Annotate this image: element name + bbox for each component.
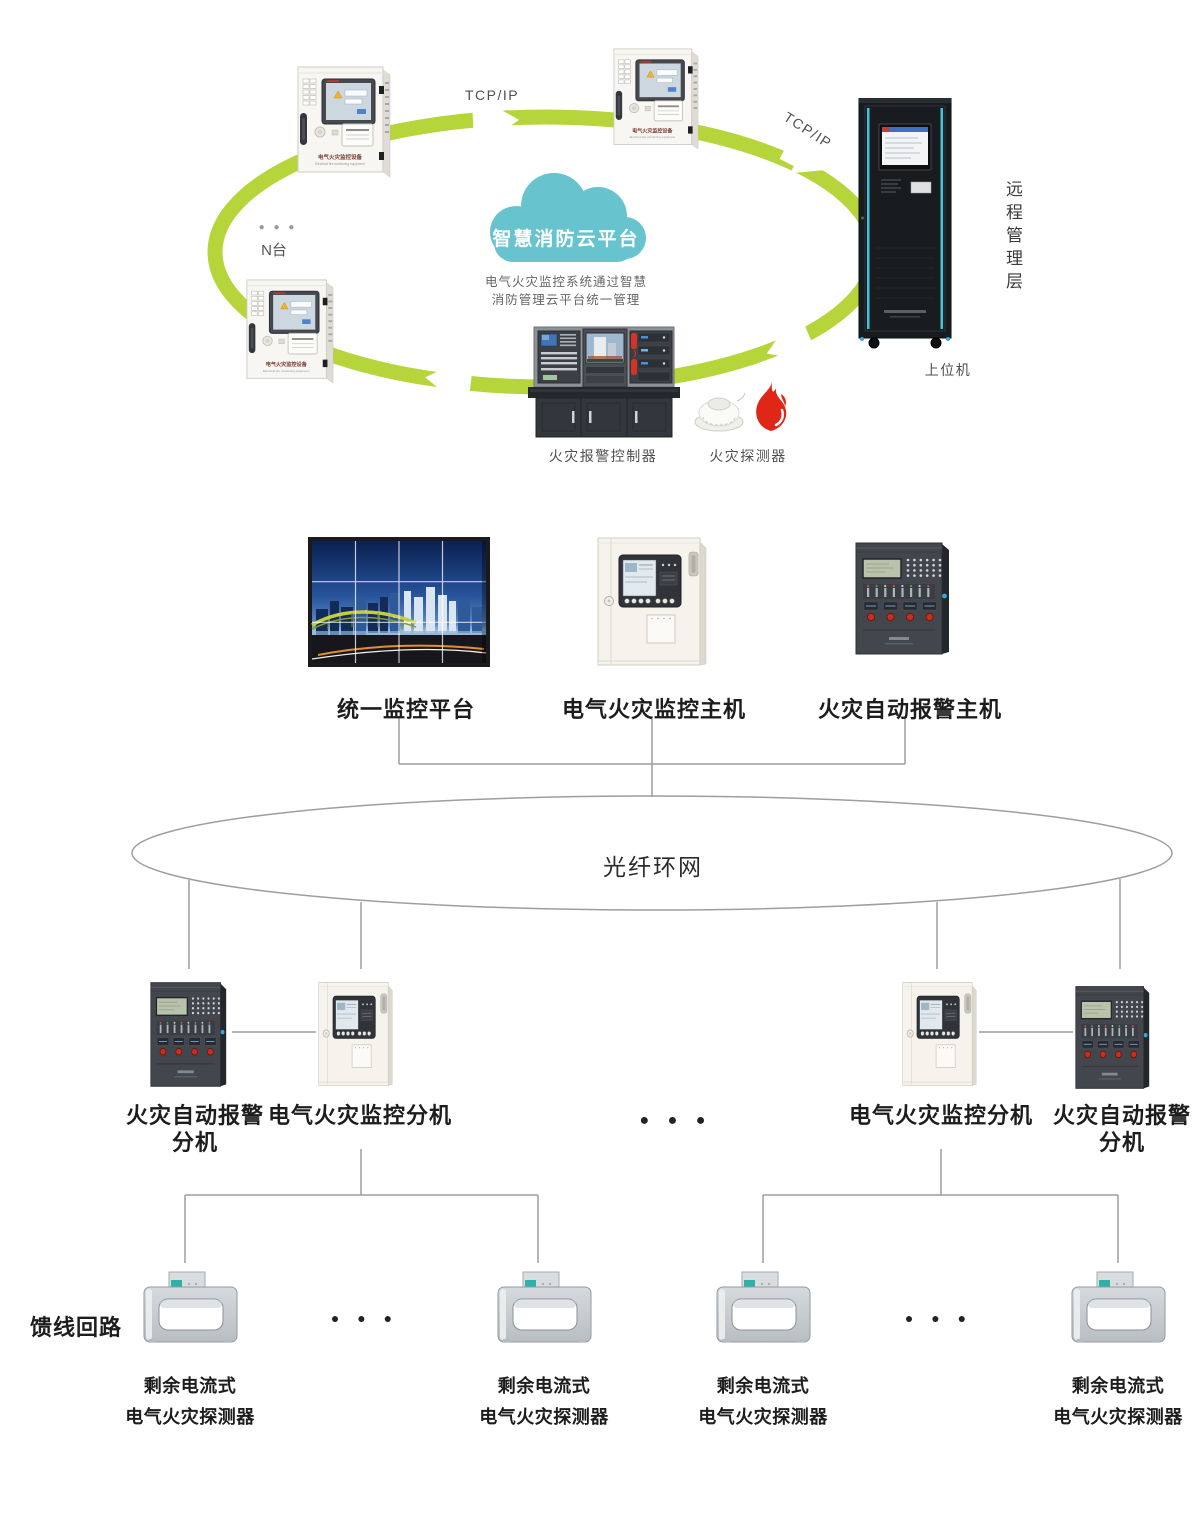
fire-alarm-branch-right-line2: 分机 (1098, 1130, 1146, 1155)
efm-branch-cabinet-right (902, 982, 977, 1086)
tcpip-label-1: TCP/IP (464, 87, 520, 103)
feeder-loop-label: 馈线回路 (29, 1315, 123, 1340)
flame-icon (754, 381, 788, 433)
feeder-tree-right (762, 1149, 1119, 1263)
fire-alarm-controller-label: 火灾报警控制器 (548, 448, 658, 464)
cloud-desc-line2: 消防管理云平台统一管理 (491, 293, 641, 307)
ct-label-3-line1: 剩余电流式 (716, 1376, 810, 1396)
efm-branch-right-label: 电气火灾监控分机 (848, 1103, 1034, 1128)
ct-label-1-line1: 剩余电流式 (143, 1376, 237, 1396)
residual-current-detector-4 (1071, 1271, 1166, 1343)
feeder-ellipsis-right: ● ● ● (904, 1310, 974, 1326)
ring-drop-lines (188, 879, 1121, 969)
connector-lines (131, 716, 1173, 1263)
ct-label-4-line2: 电气火灾探测器 (1053, 1407, 1183, 1427)
feeder-tree-left (184, 1149, 539, 1263)
efm-host-cabinet (597, 537, 707, 666)
flow-arrow-icon (766, 324, 814, 360)
flow-arrow-icon (779, 139, 826, 174)
platform-bracket-lines (398, 716, 906, 797)
host-pc-label: 上位机 (924, 362, 972, 378)
residual-current-detector-1 (143, 1271, 238, 1343)
n-units-dots: ● ● ● (258, 222, 298, 233)
ct-label-1-line2: 电气火灾探测器 (125, 1407, 255, 1427)
ct-label-2-line1: 剩余电流式 (497, 1376, 591, 1396)
fire-detector-label: 火灾探测器 (709, 448, 787, 464)
unified-monitoring-platform-label: 统一监控平台 (336, 697, 476, 722)
efm-host-label: 电气火灾监控主机 (561, 697, 747, 722)
flow-arrow-icon (425, 362, 473, 400)
fire-alarm-branch-panel-right (1075, 985, 1150, 1090)
flow-arrow-icon (472, 102, 519, 141)
monitoring-device-top-left (297, 66, 391, 178)
monitoring-device-bottom-left (246, 279, 334, 384)
remote-management-layer-label: 远程管理层 (1003, 180, 1022, 295)
cloud-platform-title: 智慧消防云平台 (492, 229, 640, 250)
ct-label-2-line2: 电气火灾探测器 (479, 1407, 609, 1427)
unified-monitoring-video-wall (308, 537, 490, 667)
ct-label-3-line2: 电气火灾探测器 (698, 1407, 828, 1427)
feeder-ellipsis-left: ● ● ● (330, 1310, 400, 1326)
fiber-ring-network-label: 光纤环网 (603, 854, 703, 880)
fire-alarm-branch-right-line1: 火灾自动报警 (1052, 1103, 1192, 1128)
efm-branch-cabinet-left (318, 982, 393, 1086)
efm-branch-left-label: 电气火灾监控分机 (267, 1103, 453, 1128)
residual-current-detector-3 (716, 1271, 811, 1343)
fire-alarm-branch-panel-left (150, 981, 227, 1087)
fire-alarm-branch-left-line1: 火灾自动报警 (125, 1103, 265, 1128)
ring-flow-arrows (425, 102, 826, 400)
fire-alarm-host-label: 火灾自动报警主机 (817, 697, 1003, 722)
host-pc-server-rack (858, 98, 952, 349)
smoke-detector-icon (694, 392, 745, 432)
n-units-label: N台 (261, 242, 287, 259)
fire-alarm-branch-left-line2: 分机 (171, 1130, 219, 1155)
cloud-desc-line1: 电气火灾监控系统通过智慧 (484, 275, 648, 289)
fire-alarm-controller-console (528, 326, 680, 438)
residual-current-detector-2 (497, 1271, 592, 1343)
fire-alarm-host-panel (855, 542, 950, 655)
monitoring-device-top-middle (613, 48, 699, 150)
ct-label-4-line1: 剩余电流式 (1071, 1376, 1165, 1396)
branch-ellipsis-dots: ● ● ● (639, 1112, 713, 1129)
